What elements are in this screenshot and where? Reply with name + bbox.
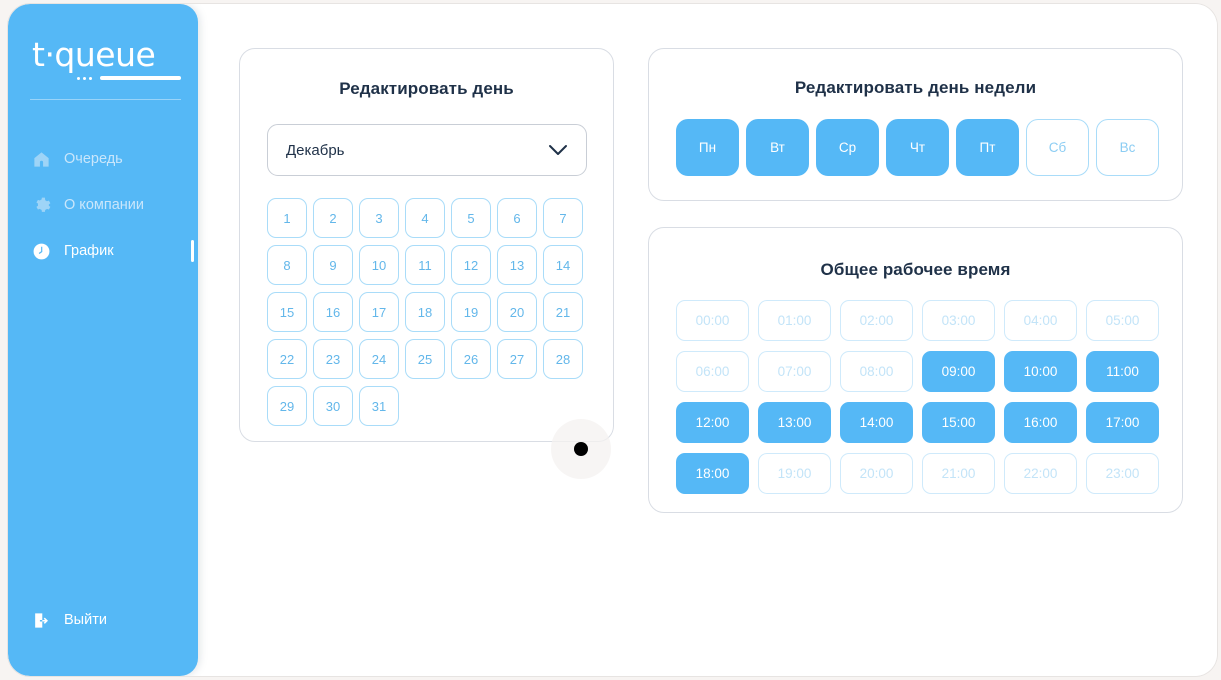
day-number-button[interactable]: 17 — [359, 292, 399, 332]
sidebar-divider — [30, 99, 181, 100]
day-number-button[interactable]: 4 — [405, 198, 445, 238]
hour-slot-button[interactable]: 03:00 — [922, 300, 995, 341]
hour-slot-button[interactable]: 13:00 — [758, 402, 831, 443]
day-number-button[interactable]: 26 — [451, 339, 491, 379]
day-number-button[interactable]: 5 — [451, 198, 491, 238]
day-number-button[interactable]: 1 — [267, 198, 307, 238]
active-indicator — [191, 240, 194, 262]
hour-slot-button[interactable]: 14:00 — [840, 402, 913, 443]
day-number-button[interactable]: 15 — [267, 292, 307, 332]
day-number-button[interactable]: 22 — [267, 339, 307, 379]
hour-slot-button[interactable]: 11:00 — [1086, 351, 1159, 392]
weekday-button[interactable]: Ср — [816, 119, 879, 176]
hour-slot-button[interactable]: 10:00 — [1004, 351, 1077, 392]
chevron-down-icon — [548, 144, 568, 156]
sidebar-item-queue[interactable]: Очередь — [8, 136, 198, 182]
weekday-button[interactable]: Пн — [676, 119, 739, 176]
hour-slot-button[interactable]: 15:00 — [922, 402, 995, 443]
sidebar-item-label: График — [64, 243, 114, 259]
day-number-button[interactable]: 3 — [359, 198, 399, 238]
hour-slot-button[interactable]: 19:00 — [758, 453, 831, 494]
weekday-button[interactable]: Вс — [1096, 119, 1159, 176]
hour-slot-button[interactable]: 21:00 — [922, 453, 995, 494]
day-number-button[interactable]: 31 — [359, 386, 399, 426]
hour-slot-button[interactable]: 08:00 — [840, 351, 913, 392]
hour-slot-button[interactable]: 09:00 — [922, 351, 995, 392]
weekday-button[interactable]: Вт — [746, 119, 809, 176]
hour-slot-button[interactable]: 23:00 — [1086, 453, 1159, 494]
weekday-button[interactable]: Пт — [956, 119, 1019, 176]
sidebar-item-label: Очередь — [64, 151, 123, 167]
day-number-button[interactable]: 21 — [543, 292, 583, 332]
day-number-button[interactable]: 12 — [451, 245, 491, 285]
day-number-button[interactable]: 8 — [267, 245, 307, 285]
day-number-button[interactable]: 9 — [313, 245, 353, 285]
hour-slot-button[interactable]: 06:00 — [676, 351, 749, 392]
logo-dots — [77, 77, 92, 80]
home-icon — [32, 150, 51, 169]
logout-icon — [32, 611, 51, 630]
day-number-button[interactable]: 13 — [497, 245, 537, 285]
hour-slot-button[interactable]: 16:00 — [1004, 402, 1077, 443]
day-number-button[interactable]: 6 — [497, 198, 537, 238]
app-logo[interactable]: t·queue — [32, 36, 182, 82]
day-number-button[interactable]: 19 — [451, 292, 491, 332]
app-logo-text: t·queue — [32, 35, 156, 74]
edit-day-title: Редактировать день — [339, 79, 514, 98]
clock-icon — [32, 242, 51, 261]
weekday-button[interactable]: Чт — [886, 119, 949, 176]
hour-slot-button[interactable]: 01:00 — [758, 300, 831, 341]
logo-underline — [100, 76, 181, 80]
day-number-button[interactable]: 11 — [405, 245, 445, 285]
hour-slot-button[interactable]: 02:00 — [840, 300, 913, 341]
hour-slot-button[interactable]: 22:00 — [1004, 453, 1077, 494]
hour-slot-button[interactable]: 18:00 — [676, 453, 749, 494]
hour-slot-button[interactable]: 20:00 — [840, 453, 913, 494]
sidebar-item-about-company[interactable]: О компании — [8, 182, 198, 228]
day-number-button[interactable]: 18 — [405, 292, 445, 332]
hour-slot-button[interactable]: 04:00 — [1004, 300, 1077, 341]
sidebar-item-label: О компании — [64, 197, 144, 213]
day-number-button[interactable]: 23 — [313, 339, 353, 379]
day-number-button[interactable]: 14 — [543, 245, 583, 285]
gear-icon — [32, 196, 51, 215]
month-select[interactable]: Декабрь — [267, 124, 587, 176]
app-frame: t·queue Очередь О компании — [8, 4, 1217, 676]
logout-label: Выйти — [64, 612, 107, 628]
day-number-button[interactable]: 30 — [313, 386, 353, 426]
edit-weekday-title: Редактировать день недели — [794, 78, 1037, 97]
logout-button[interactable]: Выйти — [8, 600, 107, 640]
day-number-button[interactable]: 20 — [497, 292, 537, 332]
hour-slot-button[interactable]: 07:00 — [758, 351, 831, 392]
hour-slot-button[interactable]: 05:00 — [1086, 300, 1159, 341]
day-number-button[interactable]: 16 — [313, 292, 353, 332]
sidebar: t·queue Очередь О компании — [8, 4, 198, 676]
working-hours-title: Общее рабочее время — [820, 260, 1011, 279]
sidebar-item-schedule[interactable]: График — [8, 228, 198, 274]
day-number-button[interactable]: 10 — [359, 245, 399, 285]
day-number-button[interactable]: 2 — [313, 198, 353, 238]
hour-slot-button[interactable]: 17:00 — [1086, 402, 1159, 443]
month-select-value: Декабрь — [286, 141, 345, 159]
hour-slot-button[interactable]: 12:00 — [676, 402, 749, 443]
hour-slot-button[interactable]: 00:00 — [676, 300, 749, 341]
day-number-button[interactable]: 29 — [267, 386, 307, 426]
sidebar-nav: Очередь О компании График — [8, 136, 198, 274]
day-number-button[interactable]: 27 — [497, 339, 537, 379]
day-number-button[interactable]: 24 — [359, 339, 399, 379]
weekday-button[interactable]: Сб — [1026, 119, 1089, 176]
day-number-button[interactable]: 28 — [543, 339, 583, 379]
day-number-button[interactable]: 7 — [543, 198, 583, 238]
day-number-button[interactable]: 25 — [405, 339, 445, 379]
